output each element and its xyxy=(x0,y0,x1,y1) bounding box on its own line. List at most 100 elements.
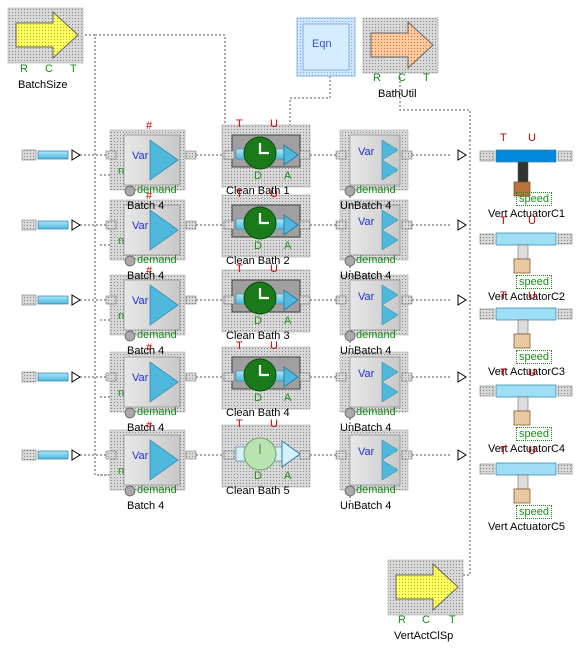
actuator-u-label: U xyxy=(528,132,536,144)
connection-wire xyxy=(289,76,331,130)
connector-port xyxy=(223,150,235,160)
unbatch-block xyxy=(349,204,401,256)
arrow-head-icon xyxy=(71,371,81,383)
vertactclsp-label: VertActClSp xyxy=(394,630,454,642)
unbatch-demand-label[interactable]: demand xyxy=(356,406,396,418)
connector-port xyxy=(185,150,197,160)
connection-wire xyxy=(95,34,226,130)
connector-port xyxy=(335,150,347,160)
unbatch-name-label: UnBatch 4 xyxy=(340,270,392,282)
actuator-rail xyxy=(495,307,557,321)
connector-port xyxy=(21,149,37,161)
clean-bath-arrow-icon xyxy=(283,366,299,388)
vertactclsp-t-connector[interactable]: T xyxy=(449,614,456,626)
arrow-head-icon xyxy=(71,219,81,231)
batchsize-arrow-icon xyxy=(15,10,79,60)
connector-port xyxy=(401,295,413,305)
actuator-t-label: T xyxy=(500,445,507,457)
batch-demand-label[interactable]: demand xyxy=(137,484,177,496)
connector-port xyxy=(105,220,117,230)
bathutil-c-connector[interactable]: C xyxy=(398,72,406,84)
actuator-hook-icon xyxy=(517,244,529,260)
actuator-hook-icon xyxy=(517,161,529,183)
clean-bath-d-label: D xyxy=(254,170,262,182)
unbatch-demand-label[interactable]: demand xyxy=(356,329,396,341)
connector-port xyxy=(223,220,235,230)
bathutil-t-connector[interactable]: T xyxy=(423,72,430,84)
unbatch-var-label: Var xyxy=(358,446,375,458)
unbatch-demand-label[interactable]: demand xyxy=(356,184,396,196)
connector-port xyxy=(185,295,197,305)
vertactclsp-r-connector[interactable]: R xyxy=(398,614,406,626)
actuator-rail xyxy=(495,232,557,246)
clean-bath-d-label: D xyxy=(254,392,262,404)
batch-hash-label: # xyxy=(146,120,153,132)
clean-bath-t-label: T xyxy=(236,418,243,430)
source-bar xyxy=(37,450,69,460)
connector-port xyxy=(105,295,117,305)
unbatch-triangle-icon xyxy=(381,139,399,161)
actuator-speed-label[interactable]: speed xyxy=(516,275,552,289)
actuator-u-label: U xyxy=(528,367,536,379)
unbatch-triangle-icon xyxy=(381,159,399,181)
batch-demand-label[interactable]: demand xyxy=(137,254,177,266)
actuator-speed-label[interactable]: speed xyxy=(516,350,552,364)
batch-n-label: n xyxy=(118,387,125,399)
actuator-speed-label[interactable]: speed xyxy=(516,427,552,441)
unbatch-var-label: Var xyxy=(358,368,375,380)
source-bar xyxy=(37,372,69,382)
demand-connector-icon xyxy=(344,185,356,197)
actuator-hook-icon xyxy=(517,319,529,335)
batchsize-label: BatchSize xyxy=(18,79,68,91)
batch-triangle-icon xyxy=(149,439,179,481)
actuator-u-label: U xyxy=(528,290,536,302)
clean-bath-t-label: T xyxy=(236,118,243,130)
clean-bath-u-label: U xyxy=(270,418,278,430)
actuator-rail xyxy=(495,384,557,398)
batch-hash-label: # xyxy=(146,342,153,354)
actuator-name-label: Vert ActuatorC4 xyxy=(488,443,566,455)
batch-triangle-icon xyxy=(149,361,179,403)
batch-demand-label[interactable]: demand xyxy=(137,406,177,418)
connector-port xyxy=(185,372,197,382)
connector-port xyxy=(401,220,413,230)
eqn-label[interactable]: Eqn xyxy=(312,38,332,50)
connector-port xyxy=(335,372,347,382)
clean-bath-arrow-icon xyxy=(283,289,299,311)
batch-var-label: Var xyxy=(132,372,149,384)
arrow-head-icon xyxy=(71,149,81,161)
batch-demand-label[interactable]: demand xyxy=(137,184,177,196)
batch-demand-label[interactable]: demand xyxy=(137,329,177,341)
batchsize-t-connector[interactable]: T xyxy=(70,63,77,75)
unbatch-demand-label[interactable]: demand xyxy=(356,484,396,496)
clean-bath-name-label: Clean Bath 2 xyxy=(226,255,290,267)
unbatch-block xyxy=(349,356,401,408)
clean-bath-a-label: A xyxy=(284,240,292,252)
clean-bath-arrow-icon xyxy=(283,144,299,166)
connector-port xyxy=(105,372,117,382)
connector-port xyxy=(223,450,235,460)
clock-hands-icon xyxy=(258,288,269,300)
arrow-head-icon xyxy=(457,219,467,231)
batch-triangle-icon xyxy=(149,139,179,181)
actuator-load-icon xyxy=(513,333,531,349)
vertactclsp-c-connector[interactable]: C xyxy=(422,614,430,626)
actuator-u-label: U xyxy=(528,215,536,227)
unbatch-var-label: Var xyxy=(358,146,375,158)
unbatch-name-label: UnBatch 4 xyxy=(340,345,392,357)
unbatch-demand-label[interactable]: demand xyxy=(356,254,396,266)
arrow-head-icon xyxy=(457,449,467,461)
clean-bath-arrow-icon xyxy=(283,214,299,236)
actuator-speed-label[interactable]: speed xyxy=(516,192,552,206)
batchsize-r-connector[interactable]: R xyxy=(20,63,28,75)
bathutil-label: BathUtil xyxy=(378,88,417,100)
connector-port xyxy=(105,150,117,160)
batch-n-label: n xyxy=(118,310,125,322)
demand-connector-icon xyxy=(344,407,356,419)
actuator-speed-label[interactable]: speed xyxy=(516,505,552,519)
connector-port xyxy=(335,295,347,305)
batchsize-c-connector[interactable]: C xyxy=(45,63,53,75)
clean-bath-d-label: D xyxy=(254,470,262,482)
bathutil-r-connector[interactable]: R xyxy=(373,72,381,84)
